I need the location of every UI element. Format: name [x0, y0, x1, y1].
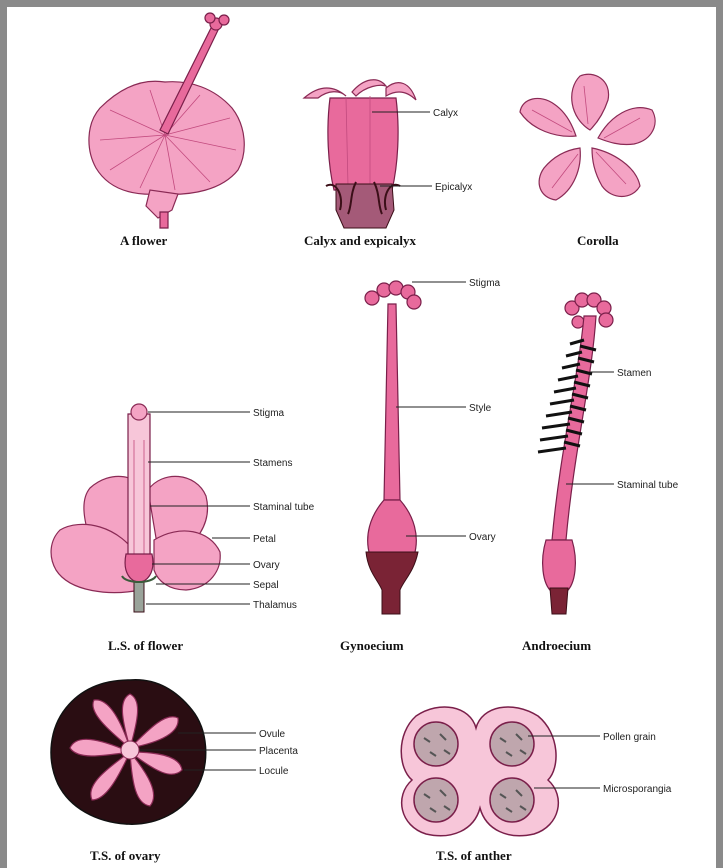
caption-a-flower: A flower [120, 233, 168, 248]
label-a-stamen: Stamen [617, 368, 651, 379]
corolla-illustration [520, 74, 655, 200]
label-ls-stamens: Stamens [253, 458, 292, 469]
ts-anther-illustration [401, 707, 558, 836]
label-g-ovary: Ovary [469, 532, 496, 543]
label-calyx: Calyx [433, 108, 458, 119]
label-ls-stigma: Stigma [253, 408, 285, 419]
gynoecium-illustration [365, 281, 421, 614]
ls-flower-illustration [51, 404, 220, 612]
caption-ts-of-ovary: T.S. of ovary [90, 848, 161, 863]
label-pollen-grain: Pollen grain [603, 732, 656, 743]
label-epicalyx: Epicalyx [435, 182, 472, 193]
label-ls-staminal-tube: Staminal tube [253, 502, 315, 513]
ts-ovary-illustration [51, 680, 206, 824]
androecium-illustration [538, 293, 613, 614]
label-placenta: Placenta [259, 746, 298, 757]
caption-ts-of-anther: T.S. of anther [436, 848, 512, 863]
label-g-stigma: Stigma [469, 278, 501, 289]
label-microsporangia: Microsporangia [603, 784, 672, 795]
caption-corolla: Corolla [577, 233, 619, 248]
whole-flower-illustration [89, 13, 244, 228]
label-ls-sepal: Sepal [253, 580, 279, 591]
calyx-illustration [304, 80, 416, 228]
label-ls-thalamus: Thalamus [253, 600, 297, 611]
label-ls-ovary: Ovary [253, 560, 280, 571]
label-locule: Locule [259, 766, 289, 777]
caption-gynoecium: Gynoecium [340, 638, 404, 653]
caption-calyx-and-epicalyx: Calyx and expicalyx [304, 233, 416, 248]
label-a-staminal-tube: Staminal tube [617, 480, 679, 491]
label-ovule: Ovule [259, 729, 286, 740]
caption-ls-of-flower: L.S. of flower [108, 638, 183, 653]
label-g-style: Style [469, 403, 492, 414]
label-ls-petal: Petal [253, 534, 276, 545]
caption-androecium: Androecium [522, 638, 591, 653]
